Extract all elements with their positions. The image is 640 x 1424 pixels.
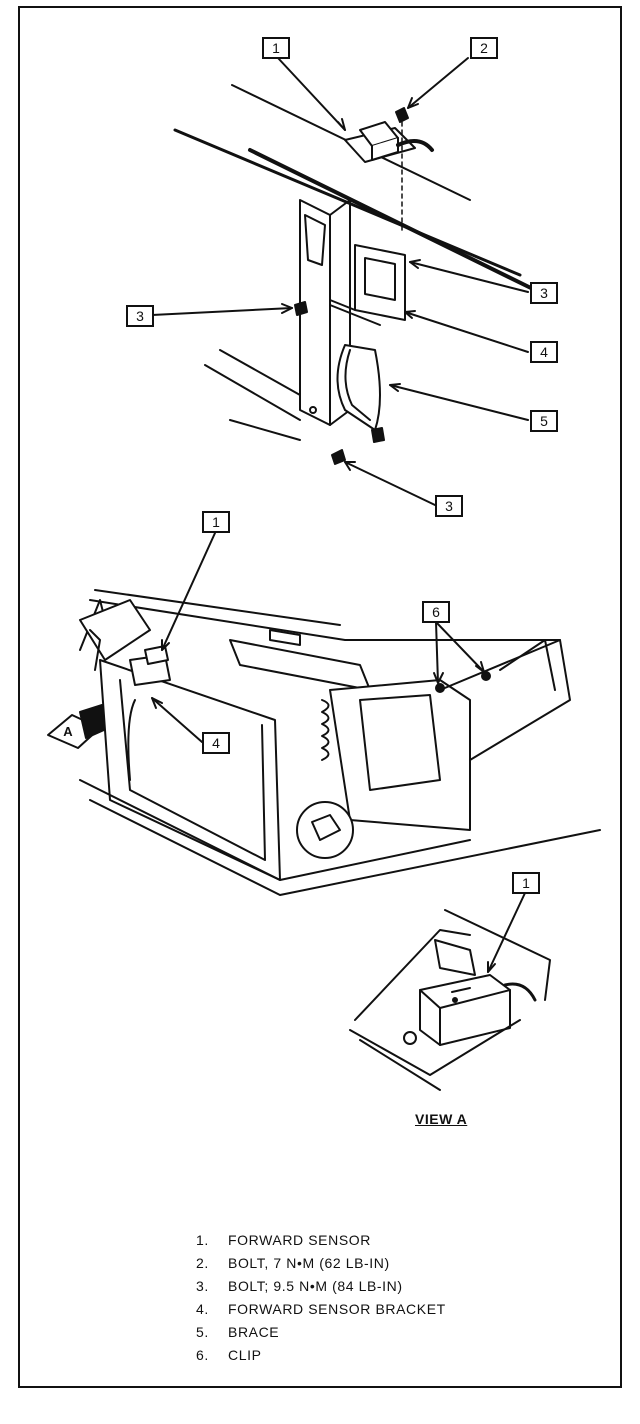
legend-item: 6. CLIP <box>196 1347 446 1370</box>
leader-lines-view-a <box>487 892 526 973</box>
legend-item: 3. BOLT; 9.5 N•M (84 LB-IN) <box>196 1278 446 1301</box>
callout-1-top: 1 <box>262 37 290 59</box>
callout-4-middle: 4 <box>202 732 230 754</box>
callout-1-middle: 1 <box>202 511 230 533</box>
forward-sensor-top <box>344 121 434 163</box>
callout-3-right: 3 <box>530 282 558 304</box>
callout-5-top: 5 <box>530 410 558 432</box>
legend-number: 1. <box>196 1232 209 1248</box>
legend-text: FORWARD SENSOR <box>228 1232 371 1248</box>
legend-item: 4. FORWARD SENSOR BRACKET <box>196 1301 446 1324</box>
callout-3-bottom: 3 <box>435 495 463 517</box>
leader-lines-top <box>151 57 529 506</box>
parts-legend: 1. FORWARD SENSOR 2. BOLT, 7 N•M (62 LB-IN… <box>196 1232 446 1370</box>
top-exploded-view <box>173 84 537 465</box>
legend-text: BOLT; 9.5 N•M (84 LB-IN) <box>228 1278 403 1294</box>
view-a-detail <box>349 909 551 1091</box>
sensor-bracket <box>329 244 406 326</box>
callout-4-top: 4 <box>530 341 558 363</box>
legend-text: FORWARD SENSOR BRACKET <box>228 1301 446 1317</box>
legend-number: 3. <box>196 1278 209 1294</box>
legend-item: 2. BOLT, 7 N•M (62 LB-IN) <box>196 1255 446 1278</box>
legend-number: 6. <box>196 1347 209 1363</box>
diagram-frame <box>18 6 622 1388</box>
legend-number: 2. <box>196 1255 209 1271</box>
leader-lines-middle <box>151 532 485 743</box>
middle-assembly-view <box>47 589 601 896</box>
callout-1-view-a: 1 <box>512 872 540 894</box>
legend-number: 4. <box>196 1301 209 1317</box>
legend-item: 1. FORWARD SENSOR <box>196 1232 446 1255</box>
callout-6-middle: 6 <box>422 601 450 623</box>
callout-3-left: 3 <box>126 305 154 327</box>
legend-text: BRACE <box>228 1324 280 1340</box>
legend-text: CLIP <box>228 1347 262 1363</box>
view-a-label: VIEW A <box>415 1111 468 1127</box>
callout-2-top: 2 <box>470 37 498 59</box>
legend-item: 5. BRACE <box>196 1324 446 1347</box>
view-a-arrow-label: A <box>63 724 73 739</box>
legend-text: BOLT, 7 N•M (62 LB-IN) <box>228 1255 390 1271</box>
legend-number: 5. <box>196 1324 209 1340</box>
